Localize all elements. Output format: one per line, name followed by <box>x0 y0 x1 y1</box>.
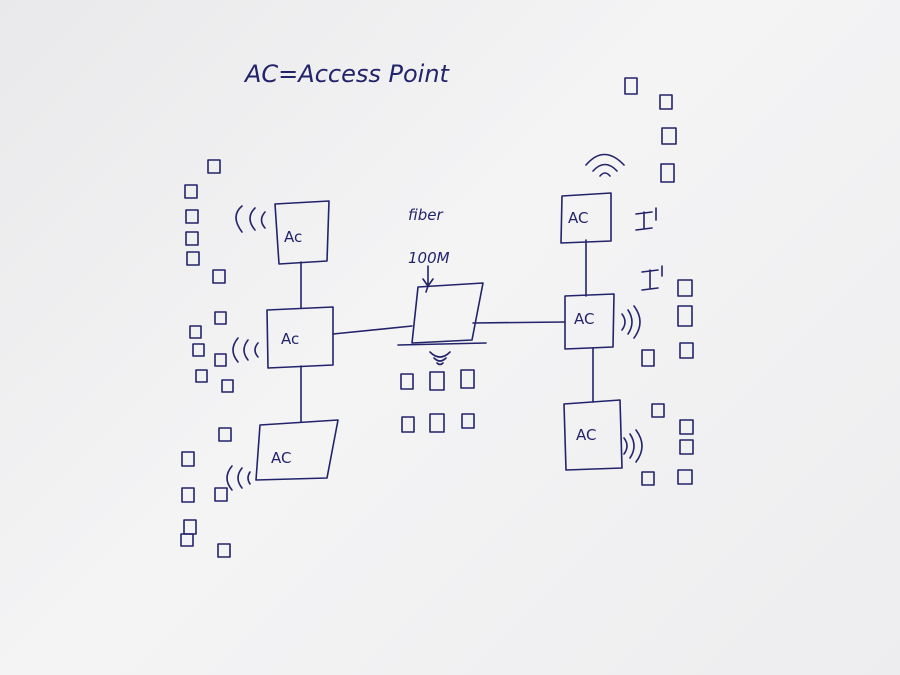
router-base <box>397 342 487 346</box>
ap-label: AC <box>574 310 594 328</box>
fiber-router: fiber 100M <box>397 206 487 366</box>
ap-right-bottom <box>563 399 623 471</box>
device-icon <box>460 369 475 389</box>
access-points: Ac Ac AC AC AC AC <box>255 192 623 481</box>
ap-left-bottom <box>255 419 339 481</box>
ap-label: Ac <box>284 228 302 246</box>
device-icon <box>679 342 694 359</box>
device-icon <box>429 413 445 433</box>
device-icon <box>214 487 228 502</box>
device-icon <box>660 163 675 183</box>
device-icon <box>679 439 694 455</box>
router-label-bottom: 100M <box>408 249 450 267</box>
device-icon <box>429 371 445 391</box>
signal-arcs-icon <box>226 465 251 491</box>
wifi-signal-icon <box>429 351 451 366</box>
ap-right-top <box>560 192 612 244</box>
connection-lines <box>300 239 594 423</box>
ap-label: AC <box>271 449 291 467</box>
ap-label: AC <box>568 209 588 227</box>
device-icon <box>181 487 195 503</box>
device-icon <box>192 343 205 357</box>
device-icon <box>212 269 226 284</box>
device-icon <box>401 416 415 433</box>
ap-right-middle <box>564 293 615 350</box>
device-icon <box>221 379 234 393</box>
device-icon <box>677 279 693 297</box>
device-icon <box>641 265 663 291</box>
device-icon <box>651 403 665 418</box>
ap-left-top <box>274 200 330 265</box>
signal-arcs-icon <box>621 305 641 339</box>
device-icon <box>186 251 200 266</box>
device-icon <box>217 543 231 558</box>
signal-arcs-icon <box>235 205 266 233</box>
ap-label: AC <box>576 426 596 444</box>
device-icon <box>185 209 199 224</box>
device-icon <box>677 305 693 327</box>
device-icon <box>461 413 475 429</box>
device-icon <box>635 207 657 231</box>
device-icon <box>214 311 227 325</box>
device-icon <box>181 451 195 467</box>
wireless-signals <box>226 153 643 491</box>
wifi-signal-icon <box>585 153 625 177</box>
ap-label: Ac <box>281 330 299 348</box>
signal-arcs-icon <box>623 429 643 463</box>
link-router-right <box>472 321 566 324</box>
device-icon <box>189 325 202 339</box>
link-left-router <box>332 325 413 335</box>
diagram-title: AC=Access Point <box>243 60 451 88</box>
device-icon <box>207 159 221 174</box>
device-icon <box>661 127 677 145</box>
device-icon <box>679 419 694 435</box>
signal-arcs-icon <box>232 337 259 363</box>
device-icon <box>641 471 655 486</box>
router-box <box>411 282 484 344</box>
arrow-down-icon <box>422 265 434 287</box>
device-icon <box>214 353 227 367</box>
device-icon <box>185 231 199 246</box>
device-icon <box>400 373 414 390</box>
device-icon <box>677 469 693 485</box>
device-icon <box>184 184 198 199</box>
router-label-top: fiber <box>408 206 443 224</box>
client-devices <box>180 77 694 558</box>
device-icon <box>195 369 208 383</box>
device-icon <box>659 94 673 110</box>
device-icon <box>218 427 232 442</box>
device-icon <box>180 533 194 547</box>
device-icon <box>624 77 638 95</box>
ap-left-middle <box>266 306 334 369</box>
device-icon <box>641 349 655 367</box>
device-icon <box>183 519 197 535</box>
